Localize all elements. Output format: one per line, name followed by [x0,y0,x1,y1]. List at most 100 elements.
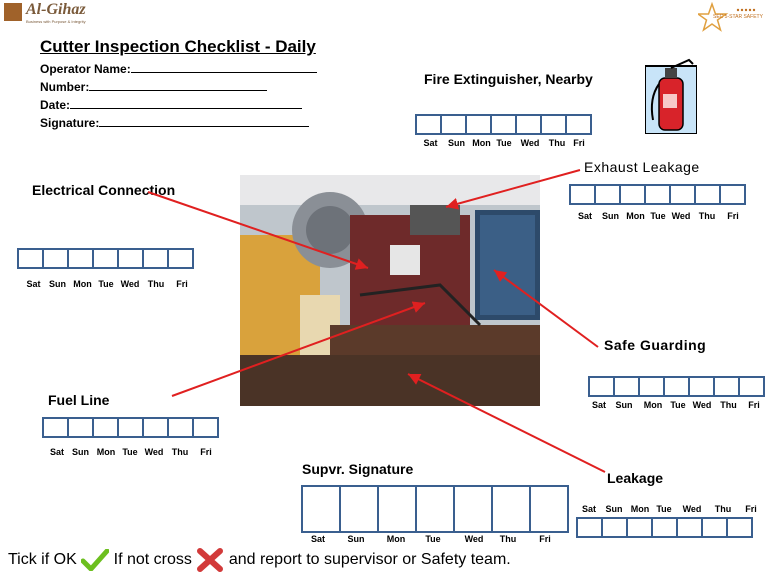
checkbox-mon[interactable] [465,114,492,135]
day-label: Sat [591,400,606,410]
day-label: Mon [73,279,92,289]
day-label: Fri [539,534,551,544]
day-label: Fri [748,400,760,410]
day-label: Thu [499,534,517,544]
checkbox-sat[interactable] [588,376,615,397]
checkbox-fri[interactable] [167,248,194,269]
footer-tick-text: Tick if OK [8,551,77,568]
checkbox-wed[interactable] [515,114,542,135]
day-label: Sat [26,279,41,289]
signature-box-tue[interactable] [415,485,455,533]
checkbox-wed[interactable] [669,184,696,205]
checkbox-thu[interactable] [713,376,740,397]
checkbox-sun[interactable] [67,417,94,438]
checkbox-tue[interactable] [490,114,517,135]
checkbox-sat[interactable] [576,517,603,538]
checkbox-thu[interactable] [540,114,567,135]
operator-name-field[interactable]: Operator Name: [40,61,317,76]
day-label: Sun [602,211,619,221]
signature-box-sun[interactable] [339,485,379,533]
day-label: Fri [573,138,585,148]
checkbox-sun[interactable] [613,376,640,397]
day-label: Sun [72,447,89,457]
checkbox-fri[interactable] [726,517,753,538]
checkbox-tue[interactable] [92,248,119,269]
checkbox-sat[interactable] [415,114,442,135]
checkbox-fri[interactable] [719,184,746,205]
day-label: Sun [448,138,465,148]
checkbox-sun[interactable] [440,114,467,135]
checkbox-wed[interactable] [688,376,715,397]
checkbox-tue[interactable] [117,417,144,438]
fuel-line-checkboxes[interactable] [42,417,219,438]
checkbox-thu[interactable] [701,517,728,538]
checkbox-tue[interactable] [644,184,671,205]
day-label: Tue [122,447,138,457]
exhaust-leakage-checkboxes[interactable] [569,184,746,205]
checkbox-sun[interactable] [594,184,621,205]
number-field[interactable]: Number: [40,79,268,94]
date-line [70,97,303,109]
checkbox-sun[interactable] [601,517,628,538]
supvr-signature-label: Supvr. Signature [302,461,414,477]
signature-box-thu[interactable] [491,485,531,533]
checkbox-thu[interactable] [167,417,194,438]
engine-photo [240,175,540,406]
signature-box-mon[interactable] [377,485,417,533]
operator-name-line [130,61,317,73]
signature-box-sat[interactable] [301,485,341,533]
logo-mark-icon [4,3,22,21]
signature-box-wed[interactable] [453,485,493,533]
day-label: Fri [727,211,739,221]
checkbox-thu[interactable] [694,184,721,205]
checkbox-sat[interactable] [42,417,69,438]
fire-extinguisher-checkboxes[interactable] [415,114,592,135]
day-label: Tue [98,279,114,289]
checkbox-sat[interactable] [569,184,596,205]
day-label: Tue [656,504,672,514]
day-label: Wed [671,211,691,221]
day-label: Sun [49,279,66,289]
supvr-signature-checkboxes[interactable] [301,485,569,533]
day-label: Fri [176,279,188,289]
logo-name: Al-Gihaz [26,1,86,18]
checkbox-mon[interactable] [67,248,94,269]
checkbox-wed[interactable] [142,417,169,438]
checkbox-mon[interactable] [92,417,119,438]
day-label: Wed [692,400,712,410]
checkbox-fri[interactable] [565,114,592,135]
day-label: Mon [626,211,645,221]
star-icon [695,1,756,32]
checkbox-sun[interactable] [42,248,69,269]
date-field[interactable]: Date: [40,97,303,112]
checkbox-wed[interactable] [676,517,703,538]
checkbox-tue[interactable] [651,517,678,538]
day-label: Tue [670,400,686,410]
electrical-connection-checkboxes[interactable] [17,248,194,269]
checkbox-mon[interactable] [626,517,653,538]
logo-tagline: Business with Purpose & Integrity [26,19,86,24]
checkbox-thu[interactable] [142,248,169,269]
checkbox-mon[interactable] [619,184,646,205]
day-label: Sat [581,504,596,514]
electrical-connection-day-labels: Sat Sun Mon Tue Wed Thu Fri [22,279,195,289]
safe-guarding-checkboxes[interactable] [588,376,765,397]
cross-icon [197,548,224,572]
safe-guarding-label: Safe Guarding [604,337,707,353]
checkbox-sat[interactable] [17,248,44,269]
day-label: Mon [643,400,663,410]
signature-field[interactable]: Signature: [40,115,310,130]
day-label: Mon [386,534,406,544]
day-label: Sat [577,211,592,221]
footer-cross-text: If not cross [113,551,192,568]
checkbox-fri[interactable] [192,417,219,438]
checkbox-wed[interactable] [117,248,144,269]
signature-box-fri[interactable] [529,485,569,533]
checkbox-mon[interactable] [638,376,665,397]
number-line [89,79,268,91]
checkbox-fri[interactable] [738,376,765,397]
day-label: Sun [615,400,633,410]
day-label: Wed [682,504,702,514]
leakage-checkboxes[interactable] [576,517,753,538]
checkbox-tue[interactable] [663,376,690,397]
